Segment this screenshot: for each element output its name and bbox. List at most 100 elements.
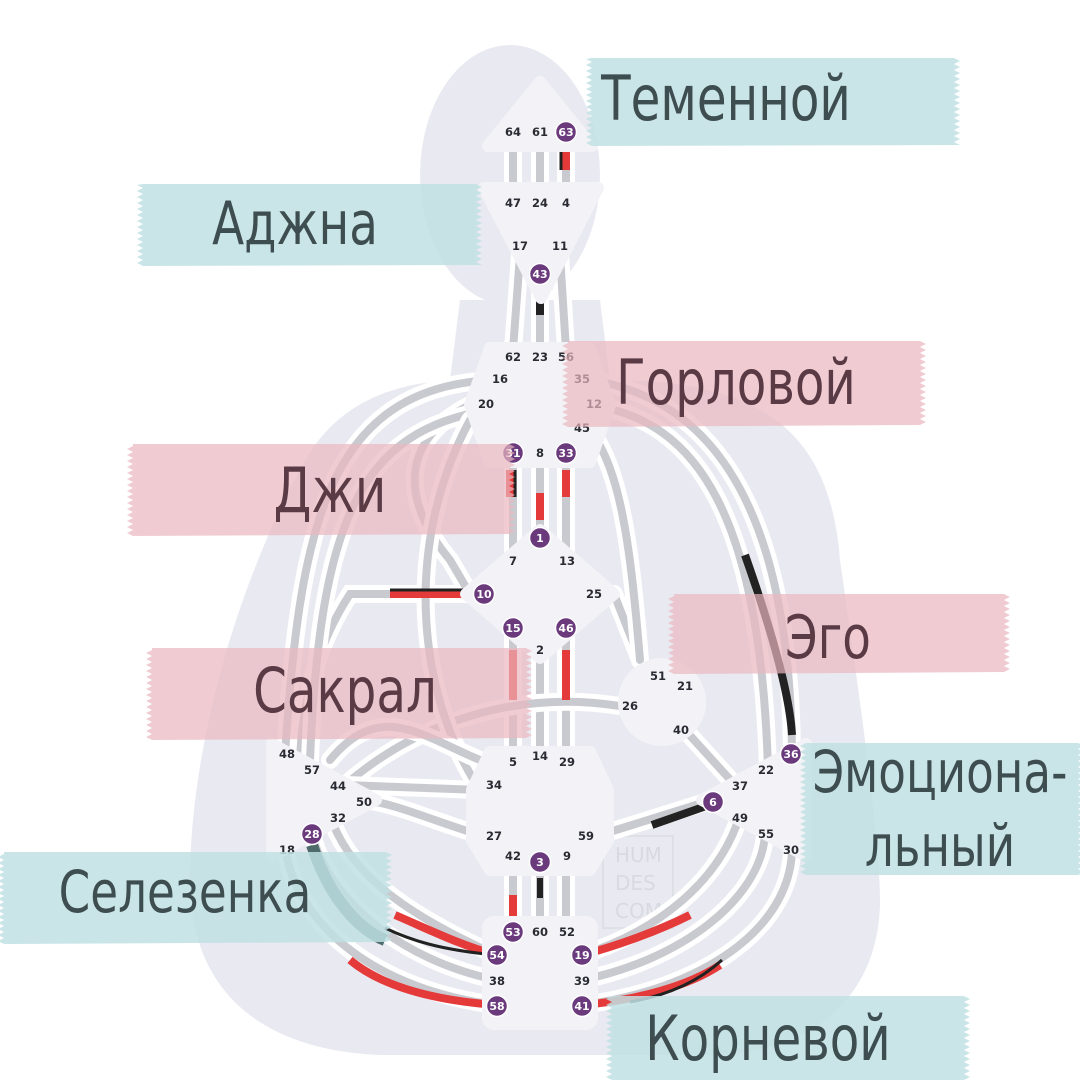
gate-27[interactable]: 27	[486, 829, 502, 843]
gate-46[interactable]: 46	[554, 616, 578, 640]
gate-10-label: 10	[476, 588, 492, 601]
gate-7[interactable]: 7	[509, 554, 517, 568]
gate-23[interactable]: 23	[532, 350, 548, 364]
gate-2[interactable]: 2	[536, 643, 544, 657]
gate-62-label: 62	[505, 350, 521, 364]
gate-30-label: 30	[783, 843, 799, 857]
gate-25[interactable]: 25	[586, 587, 602, 601]
gate-36-label: 36	[783, 748, 799, 761]
gate-33[interactable]: 33	[554, 441, 578, 465]
gate-5[interactable]: 5	[509, 755, 517, 769]
tag-spleen-tape	[0, 852, 392, 944]
gate-57[interactable]: 57	[304, 763, 320, 777]
gate-3[interactable]: 3	[528, 850, 552, 874]
gate-17[interactable]: 17	[512, 239, 528, 253]
ch-54-32	[321, 806, 505, 964]
gate-48[interactable]: 48	[279, 747, 295, 761]
solar-gates: 36 22 37 6 49 55 30	[701, 742, 803, 857]
gate-51[interactable]: 51	[650, 669, 666, 683]
tag-throat-text: Горловой	[616, 347, 856, 419]
gate-50-label: 50	[356, 795, 372, 809]
gate-53[interactable]: 53	[501, 920, 525, 944]
gate-39[interactable]: 39	[574, 974, 590, 988]
gate-19-active-marker	[570, 943, 594, 967]
gate-42[interactable]: 42	[505, 849, 521, 863]
gate-40-label: 40	[673, 723, 689, 737]
gate-58-active-marker	[485, 994, 509, 1018]
gate-1-label: 1	[536, 532, 544, 545]
gate-64-label: 64	[505, 125, 521, 139]
gate-11[interactable]: 11	[552, 239, 568, 253]
gate-46-label: 46	[558, 622, 574, 635]
gate-24-label: 24	[532, 196, 548, 210]
gate-13-label: 13	[559, 554, 575, 568]
gate-59[interactable]: 59	[578, 829, 594, 843]
gate-54[interactable]: 54	[485, 943, 509, 967]
gate-15[interactable]: 15	[501, 616, 525, 640]
gate-52-label: 52	[559, 925, 575, 939]
gate-24[interactable]: 24	[532, 196, 548, 210]
gate-38[interactable]: 38	[489, 974, 505, 988]
gate-36[interactable]: 36	[779, 742, 803, 766]
gate-63[interactable]: 63	[554, 120, 578, 144]
gate-28[interactable]: 28	[300, 822, 324, 846]
gate-50[interactable]: 50	[356, 795, 372, 809]
gate-29-label: 29	[559, 755, 575, 769]
gate-29[interactable]: 29	[559, 755, 575, 769]
gate-5-label: 5	[509, 755, 517, 769]
gate-14[interactable]: 14	[532, 749, 548, 763]
gate-60[interactable]: 60	[532, 925, 548, 939]
tag-ego-tape	[668, 594, 1010, 674]
gate-55[interactable]: 55	[758, 827, 774, 841]
gate-47-label: 47	[505, 196, 521, 210]
gate-58[interactable]: 58	[485, 994, 509, 1018]
gate-25-label: 25	[586, 587, 602, 601]
tag-ego: Эго	[668, 594, 1010, 674]
ch-39-55	[573, 826, 774, 989]
gate-49[interactable]: 49	[732, 811, 748, 825]
gate-9[interactable]: 9	[563, 849, 571, 863]
gate-62[interactable]: 62	[505, 350, 521, 364]
gate-10[interactable]: 10	[472, 582, 496, 606]
gate-22[interactable]: 22	[758, 763, 774, 777]
g-gates: 1 7 13 10 25 15 46 2	[472, 526, 602, 657]
gate-64[interactable]: 64	[505, 125, 521, 139]
gate-40[interactable]: 40	[673, 723, 689, 737]
gate-43[interactable]: 43	[528, 262, 552, 286]
gate-6[interactable]: 6	[701, 790, 725, 814]
gate-1[interactable]: 1	[528, 526, 552, 550]
sacral-center[interactable]	[466, 746, 614, 876]
gate-6-active-marker	[701, 790, 725, 814]
gate-26[interactable]: 26	[622, 699, 638, 713]
gate-41[interactable]: 41	[570, 994, 594, 1018]
gate-8-label: 8	[536, 446, 544, 460]
gate-8[interactable]: 8	[536, 446, 544, 460]
gate-13[interactable]: 13	[559, 554, 575, 568]
gate-34-label: 34	[486, 778, 502, 792]
gate-16[interactable]: 16	[492, 372, 508, 386]
tag-solar-tape	[800, 743, 1080, 875]
ajna-center[interactable]	[478, 182, 604, 304]
tag-throat: Горловой	[562, 341, 926, 427]
spleen-center[interactable]	[266, 738, 382, 862]
gate-44[interactable]: 44	[330, 779, 346, 793]
gate-37[interactable]: 37	[732, 779, 748, 793]
gate-53-label: 53	[505, 926, 520, 939]
ego-center[interactable]	[618, 658, 706, 746]
root-center[interactable]	[482, 916, 598, 1030]
gate-21[interactable]: 21	[677, 679, 693, 693]
gate-34[interactable]: 34	[486, 778, 502, 792]
gate-19[interactable]: 19	[570, 943, 594, 967]
gate-47[interactable]: 47	[505, 196, 521, 210]
gate-4[interactable]: 4	[562, 196, 570, 210]
gate-32[interactable]: 32	[330, 811, 346, 825]
gate-52[interactable]: 52	[559, 925, 575, 939]
gate-30[interactable]: 30	[783, 843, 799, 857]
center-labels: ТеменнойАджнаГорловойДжиЭгоСакралЭмоцион…	[0, 58, 1080, 1080]
gate-54-label: 54	[489, 949, 505, 962]
gate-61[interactable]: 61	[532, 125, 548, 139]
gate-20[interactable]: 20	[478, 397, 494, 411]
tag-head-text: Теменной	[600, 63, 851, 135]
